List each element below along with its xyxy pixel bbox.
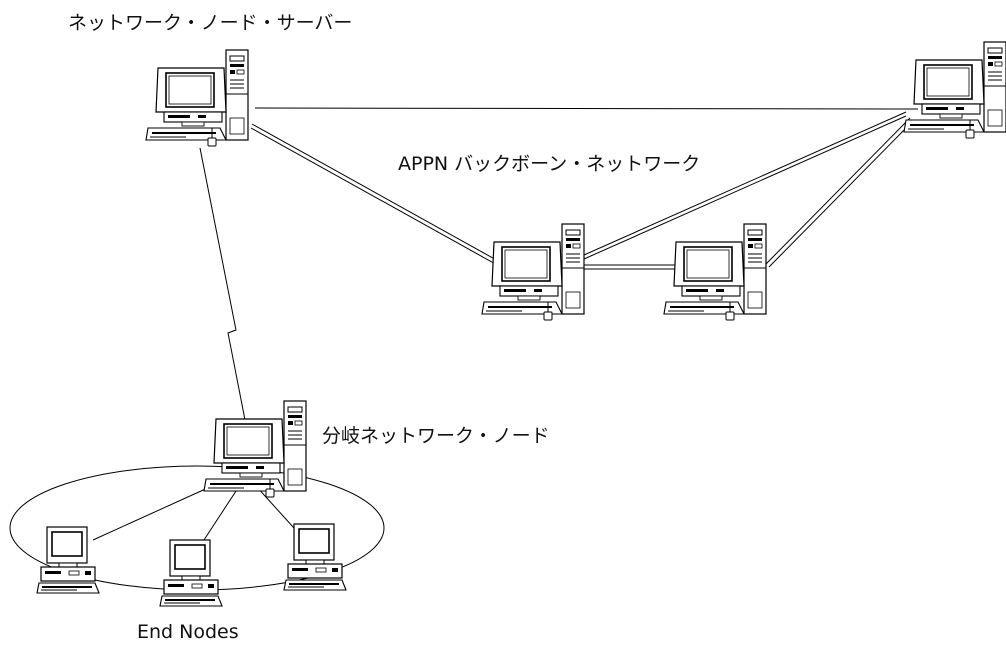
- link-backbone-1-to-right: [583, 111, 907, 260]
- appn-backbone-label: APPN バックボーン・ネットワーク: [398, 153, 701, 175]
- end-node-1-computer-icon: [36, 526, 100, 594]
- link-backbone-2-to-right: [765, 117, 914, 268]
- link-branch-to-end-1: [92, 485, 213, 541]
- end-node-2-computer-icon: [159, 539, 223, 607]
- branch-network-node-label: 分岐ネットワーク・ノード: [322, 425, 550, 447]
- network-links: [92, 107, 919, 544]
- backbone-node-right-computer-icon: [903, 41, 1006, 139]
- backbone-node-2-computer-icon: [663, 223, 767, 321]
- backbone-node-1-computer-icon: [481, 223, 585, 321]
- end-node-3-computer-icon: [283, 523, 347, 591]
- network-node-server-label: ネットワーク・ノード・サーバー: [68, 12, 353, 34]
- end-nodes-label: End Nodes: [137, 621, 239, 643]
- link-nns-to-branch-zigzag: [199, 147, 247, 426]
- network-node-server-computer-icon: [145, 49, 249, 147]
- link-nns-to-right-node: [254, 107, 919, 110]
- link-nns-to-backbone-1: [250, 123, 501, 267]
- link-backbone-1-to-2: [584, 264, 680, 270]
- link-branch-to-end-2: [201, 487, 239, 544]
- branch-network-node-computer-icon: [203, 400, 307, 498]
